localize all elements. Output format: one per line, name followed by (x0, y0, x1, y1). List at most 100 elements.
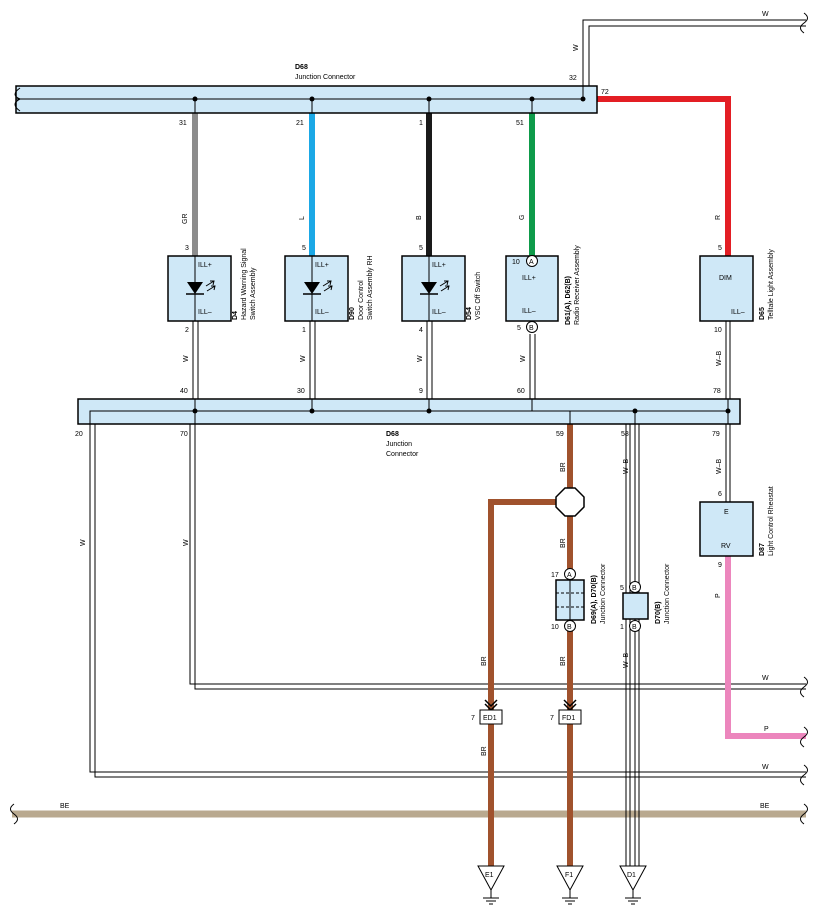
module-radio-receiver: A B 10 5 ILL+ ILL– D61(A), D62(B) Radio … (505, 245, 581, 333)
d54-ill-plus: ILL+ (432, 262, 446, 269)
label-br3: BR (560, 656, 567, 666)
radio-code: D61(A), D62(B) (565, 276, 572, 325)
mid-pin-30: 30 (297, 388, 305, 395)
break-mark-right-w2 (800, 764, 808, 786)
jc1-name: Junction Connector (600, 563, 607, 624)
d90-pin-top: 5 (302, 245, 306, 252)
break-mark-top-w (800, 12, 808, 34)
ground-icon (562, 890, 578, 905)
mid-junction-connector: D68 Junction Connector 40 30 9 60 78 20 … (75, 388, 741, 458)
d90-ill-minus: ILL– (315, 309, 329, 316)
mid-pin-9: 9 (419, 388, 423, 395)
jc1-pin-top: 17 (551, 572, 559, 579)
label-w1: W (183, 355, 190, 362)
d4-pin-top: 3 (185, 245, 189, 252)
ed1-label: ED1 (483, 715, 497, 722)
ground-e1-label: E1 (485, 872, 494, 879)
label-right-p: P (764, 726, 769, 733)
wire-w-modules (192, 321, 731, 502)
ground-icon (483, 890, 499, 905)
d87-code: D87 (759, 543, 766, 556)
radio-pin-bot: 5 (517, 325, 521, 332)
label-w4: W (520, 355, 527, 362)
label-wb4: W–B (623, 653, 630, 669)
led-icon (186, 256, 216, 321)
mid-pin-70: 70 (180, 431, 188, 438)
label-right-w2: W (762, 764, 769, 771)
break-mark-right-w1 (800, 676, 808, 698)
d90-code: D90 (349, 307, 356, 320)
d87-pin-bot: 9 (718, 562, 722, 569)
led-icon (303, 256, 333, 321)
splice-point (555, 487, 585, 517)
label-wb3: W–B (623, 459, 630, 475)
ground-f1-label: F1 (565, 872, 573, 879)
radio-conn-top: A (529, 259, 534, 266)
label-left-w1: W (80, 539, 87, 546)
mid-connector-name-2: Connector (386, 451, 419, 458)
mid-pin-79: 79 (712, 431, 720, 438)
label-be-left: BE (60, 803, 70, 810)
wire-p (725, 556, 806, 739)
d54-code: D54 (466, 307, 473, 320)
mid-pin-40: 40 (180, 388, 188, 395)
mid-connector-name-1: Junction (386, 441, 412, 448)
d65-dim: DIM (719, 275, 732, 282)
label-be-right: BE (760, 803, 770, 810)
label-top-w-vert: W (573, 44, 580, 51)
led-icon (420, 256, 450, 321)
label-wb2: W–B (716, 459, 723, 475)
radio-conn-bot: B (529, 325, 534, 332)
d87-rv: RV (721, 543, 731, 550)
mid-pin-78: 78 (713, 388, 721, 395)
jc1-conn-bot: B (567, 624, 572, 631)
module-d54: 5 4 ILL+ ILL– D54 VSC Off Switch (401, 245, 482, 334)
wire-r (597, 96, 731, 256)
jc1-pin-bot: 10 (551, 624, 559, 631)
ground-icon (625, 890, 641, 905)
mid-pin-58: 58 (621, 431, 629, 438)
fd1-pin: 7 (550, 715, 554, 722)
wire-br (488, 424, 573, 866)
module-d87: 6 9 E RV D87 Light Control Rheostat (699, 486, 775, 569)
ground-f1: F1 (556, 865, 584, 905)
module-d90: 5 1 ILL+ ILL– D90 Door Control Switch As… (284, 245, 374, 334)
break-mark-left-be (10, 803, 18, 825)
top-connector-code: D68 (295, 64, 308, 71)
ground-e1: E1 (477, 865, 505, 905)
top-pin-51: 51 (516, 120, 524, 127)
d90-name-2: Switch Assembly RH (367, 255, 374, 320)
jc2-pin-top: 5 (620, 585, 624, 592)
d90-name-1: Door Control (358, 280, 365, 320)
radio-ill-minus: ILL– (522, 308, 536, 315)
mid-pin-20: 20 (75, 431, 83, 438)
ed1-pin: 7 (471, 715, 475, 722)
jc2-name: Junction Connector (664, 563, 671, 624)
label-p-vert: P (715, 593, 722, 598)
top-pin-32: 32 (569, 75, 577, 82)
d87-name-1: Light Control Rheostat (768, 486, 775, 556)
radio-pin-top: 10 (512, 259, 520, 266)
jc1-code: D69(A), D70(B) (591, 575, 598, 624)
wire-wb-d1 (625, 424, 640, 866)
label-br4: BR (481, 656, 488, 666)
module-d65: 5 10 DIM ILL– D65 Telltale Light Assembl… (699, 245, 775, 334)
mid-connector-code: D68 (386, 431, 399, 438)
fd1-label: FD1 (562, 715, 575, 722)
radio-ill-plus: ILL+ (522, 275, 536, 282)
d4-name-1: Hazard Warning Signal (241, 248, 248, 320)
inline-connector-ed1: ED1 7 (471, 699, 503, 725)
d90-pin-bot: 1 (302, 327, 306, 334)
top-pin-72: 72 (601, 89, 609, 96)
d65-ill-minus: ILL– (731, 309, 745, 316)
label-top-w: W (762, 11, 769, 18)
label-br2: BR (560, 538, 567, 548)
label-gr: GR (182, 214, 189, 225)
break-mark-right-be (800, 803, 808, 825)
label-b: B (416, 215, 423, 220)
top-pin-21: 21 (296, 120, 304, 127)
jc1-conn-top: A (567, 572, 572, 579)
d65-pin-bot: 10 (714, 327, 722, 334)
label-l: L (299, 216, 306, 220)
